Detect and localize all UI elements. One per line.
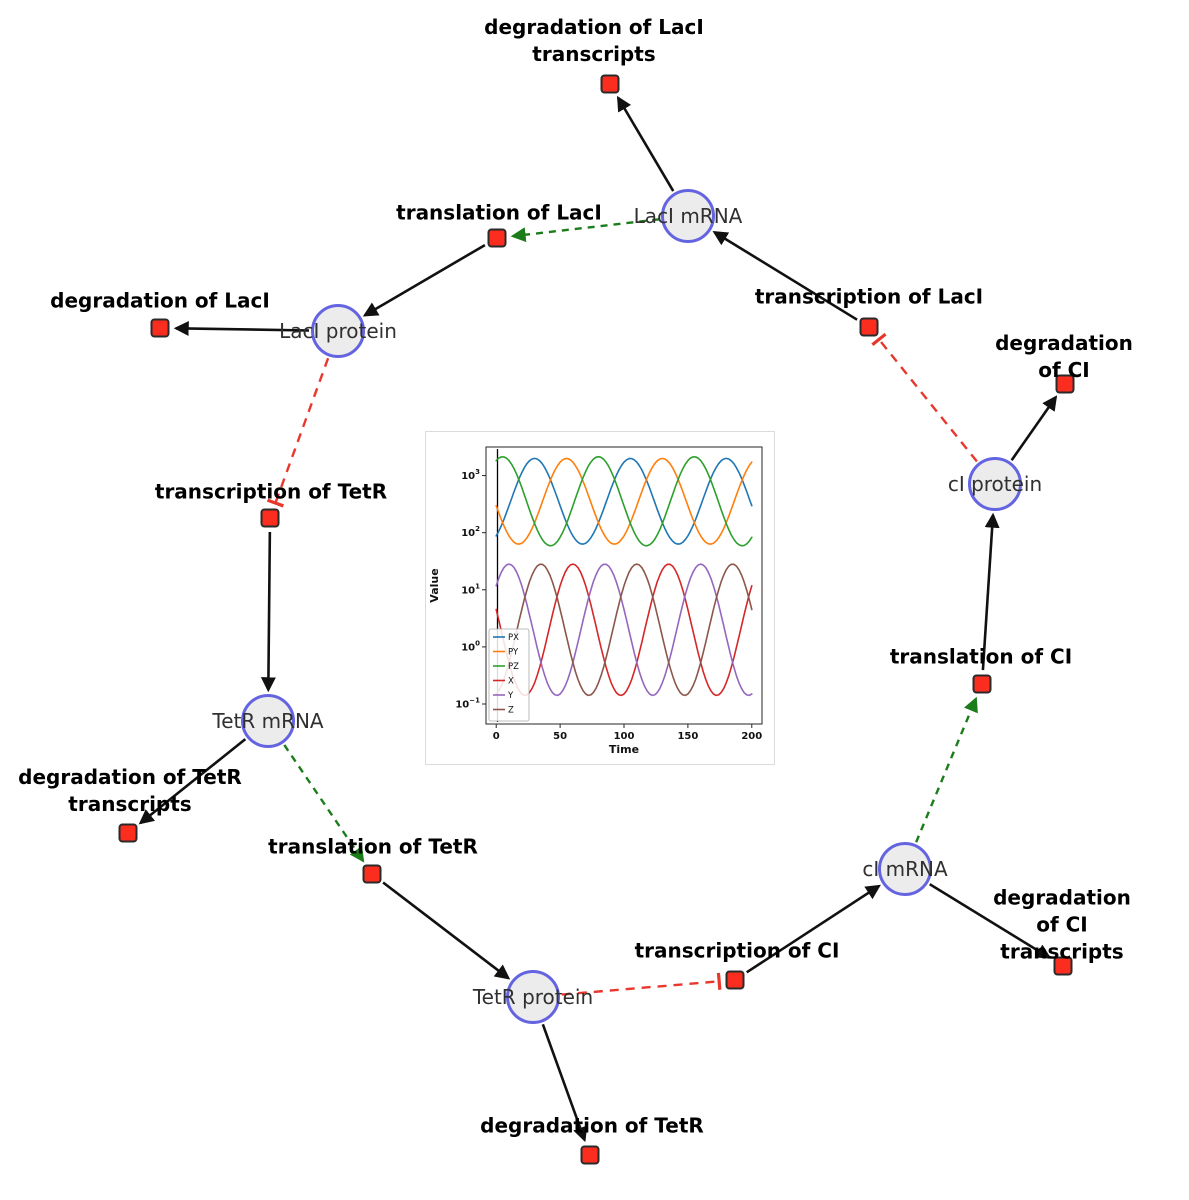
legend-label-PX: PX: [508, 633, 519, 643]
legend-label-Z: Z: [508, 706, 514, 716]
x-tick-label: 50: [553, 731, 567, 742]
reaction-label-transcription-tetr: transcription of TetR: [154, 479, 388, 504]
reaction-label-transcription-ci: transcription of CI: [634, 938, 840, 963]
series-PY: [495, 457, 753, 545]
edge-transcription-laci-laci-mrna: [712, 231, 858, 321]
y-tick-label: 100: [461, 639, 480, 653]
species-node-laci-mrna[interactable]: [661, 189, 715, 243]
reaction-node-translation-ci[interactable]: [972, 674, 992, 694]
reaction-node-deg-tetr-transcripts[interactable]: [118, 823, 138, 843]
y-tick-label: 102: [461, 525, 480, 539]
edge-tetr-protein-transcription-ci: [561, 972, 722, 996]
edge-transcription-ci-ci-mrna: [746, 884, 881, 974]
series-X: [495, 563, 753, 697]
x-tick-label: 100: [614, 731, 635, 742]
species-node-tetr-protein[interactable]: [506, 970, 560, 1024]
edge-tetr-mrna-deg-tetr-transcripts: [138, 738, 247, 825]
reaction-label-transcription-laci: transcription of LacI: [754, 284, 984, 309]
reaction-label-deg-ci-transcripts: degradation of CI transcripts: [993, 885, 1131, 964]
species-label-ci-protein: cI protein: [947, 472, 1043, 496]
edge-laci-protein-deg-laci: [173, 320, 310, 336]
species-label-tetr-mrna: TetR mRNA: [212, 709, 324, 733]
reaction-label-deg-laci-transcripts: degradation of LacI transcripts: [484, 15, 704, 66]
reaction-label-deg-tetr: degradation of TetR: [480, 1113, 704, 1138]
series-PX: [495, 457, 753, 545]
species-node-ci-protein[interactable]: [968, 457, 1022, 511]
edge-translation-laci-laci-protein: [362, 243, 486, 317]
species-node-laci-protein[interactable]: [311, 304, 365, 358]
y-tick-label: 103: [461, 468, 480, 482]
x-axis-label: Time: [609, 743, 639, 756]
reaction-node-deg-ci-transcripts[interactable]: [1053, 956, 1073, 976]
x-tick-label: 200: [741, 731, 762, 742]
edge-tetr-mrna-translation-tetr: [283, 744, 365, 863]
legend: PX PY PZ XYZ: [488, 628, 530, 722]
reaction-node-deg-tetr[interactable]: [580, 1145, 600, 1165]
edge-ci-protein-transcription-laci: [871, 332, 978, 463]
legend-label-PY: PY: [508, 648, 519, 658]
edge-transcription-tetr-tetr-mrna: [260, 531, 276, 693]
edge-translation-tetr-tetr-protein: [382, 881, 511, 980]
edge-tetr-protein-deg-tetr: [541, 1023, 588, 1143]
y-tick-label: 101: [461, 582, 480, 596]
reaction-node-deg-laci-transcripts[interactable]: [600, 74, 620, 94]
edge-translation-ci-ci-protein: [981, 512, 1000, 671]
reaction-label-deg-laci: degradation of LacI: [50, 288, 270, 313]
legend-label-Y: Y: [507, 691, 514, 701]
reaction-node-deg-ci[interactable]: [1055, 374, 1075, 394]
reaction-label-translation-tetr: translation of TetR: [268, 834, 478, 859]
y-tick-label: 10−1: [455, 697, 480, 711]
y-axis-label: Value: [428, 568, 441, 602]
x-tick-label: 150: [677, 731, 698, 742]
reaction-node-translation-tetr[interactable]: [362, 864, 382, 884]
species-node-tetr-mrna[interactable]: [241, 694, 295, 748]
edge-laci-mrna-translation-laci: [510, 218, 660, 243]
edge-ci-protein-deg-ci: [1010, 395, 1058, 461]
species-node-ci-mrna[interactable]: [878, 842, 932, 896]
reaction-node-transcription-ci[interactable]: [725, 970, 745, 990]
reaction-label-deg-tetr-transcripts: degradation of TetR transcripts: [18, 765, 242, 816]
species-label-ci-mrna: cI mRNA: [862, 857, 948, 881]
series-PZ: [495, 455, 753, 547]
reaction-node-transcription-tetr[interactable]: [260, 508, 280, 528]
series-Z: [495, 563, 753, 697]
x-tick-label: 0: [493, 731, 500, 742]
edge-ci-mrna-deg-ci-transcripts: [929, 883, 1052, 959]
legend-label-X: X: [508, 677, 514, 687]
edge-laci-mrna-deg-laci-transcripts: [616, 95, 675, 192]
reaction-label-deg-ci: degradation of CI: [995, 331, 1133, 382]
legend-label-PZ: PZ: [508, 662, 519, 672]
reaction-node-translation-laci[interactable]: [487, 228, 507, 248]
species-label-laci-protein: LacI protein: [279, 319, 397, 343]
reaction-node-transcription-laci[interactable]: [859, 317, 879, 337]
reaction-label-translation-ci: translation of CI: [889, 644, 1073, 669]
edge-laci-protein-transcription-tetr: [266, 357, 330, 508]
species-label-laci-mrna: LacI mRNA: [633, 204, 743, 228]
reaction-label-translation-laci: translation of LacI: [396, 200, 602, 225]
series-Y: [495, 563, 753, 697]
species-label-tetr-protein: TetR protein: [472, 985, 594, 1009]
reaction-node-deg-laci[interactable]: [150, 318, 170, 338]
